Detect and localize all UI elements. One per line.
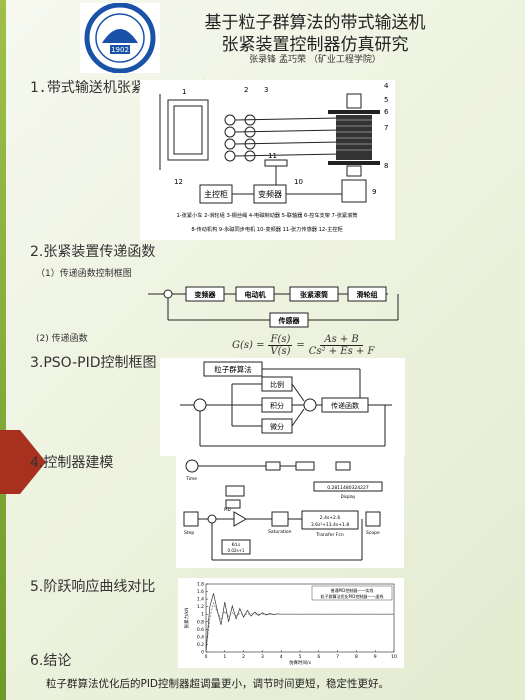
- section-2-sub1: （1）传递函数控制框图: [36, 269, 132, 279]
- label-6: 6: [384, 108, 389, 116]
- formula-lhs: G(s) =: [232, 340, 265, 351]
- section-3-heading: 3.PSO-PID控制框图: [30, 355, 157, 371]
- authors-line: 张录锋 孟巧荣 （矿业工程学院）: [249, 55, 381, 65]
- y-tick-label: 0.6: [197, 627, 204, 633]
- x-axis-label: 仿真时间/s: [289, 659, 312, 666]
- i-block: 积分: [270, 401, 284, 410]
- inverter-label: 变频器: [258, 189, 282, 199]
- y-tick-label: 1.6: [197, 589, 204, 595]
- y-tick-label: 1.2: [197, 604, 204, 610]
- left-arrow-decoration: [0, 430, 46, 494]
- section-2-sub2: (2) 传递函数: [36, 334, 88, 344]
- y-tick-label: 0.4: [197, 634, 204, 640]
- formula-den-right: Cs² + Es + F: [308, 346, 375, 357]
- y-tick-label: 1: [201, 612, 204, 618]
- fig1-caption-line2: 8-传动机构 9-永磁同步电机 10-变频器 11-张力传感器 12-主控柜: [191, 225, 342, 233]
- block-pulley: 滑轮组: [357, 290, 378, 299]
- d-block: 微分: [270, 422, 284, 431]
- x-tick-label: 6: [317, 654, 320, 660]
- transfer-function-formula: G(s) = F(s) V(s) = As + B Cs² + Es + F: [232, 334, 374, 357]
- label-8: 8: [384, 162, 388, 170]
- pso-pid-diagram: 粒子群算法 比例 积分 微分 传递函数: [160, 358, 405, 456]
- section-2-heading: 2.张紧装置传递函数: [30, 244, 156, 260]
- x-tick-label: 0: [205, 654, 208, 660]
- logo-year: 1902: [111, 46, 129, 54]
- y-axis-label: 张紧力/kN: [183, 608, 190, 629]
- x-tick-label: 5: [299, 654, 302, 660]
- poster-title-line1: 基于粒子群算法的带式输送机: [204, 13, 426, 33]
- x-tick-label: 10: [391, 654, 397, 660]
- label-7: 7: [384, 124, 388, 132]
- y-tick-label: 1.8: [197, 582, 204, 588]
- block-motor: 电动机: [245, 290, 266, 299]
- label-2: 2: [244, 86, 248, 94]
- saturation-label: Saturation: [268, 529, 292, 535]
- clock-label: Time: [185, 476, 197, 482]
- formula-num-right: As + B: [320, 334, 363, 346]
- transfer-block-diagram: 变频器 电动机 张紧滚筒 滑轮组 传感器: [148, 286, 399, 328]
- section-4-heading: 4.控制器建模: [30, 455, 114, 471]
- block-inverter: 变频器: [195, 290, 217, 299]
- formula-eq: =: [296, 340, 305, 351]
- legend-entry-1: 普通PID控制器——实线: [331, 587, 374, 593]
- label-12: 12: [174, 178, 183, 186]
- left-accent-bar: [0, 0, 6, 700]
- y-tick-label: 0: [201, 650, 204, 656]
- tf-denominator: 3.6s²+13.4s+1.8: [311, 522, 350, 528]
- display-label: Display: [341, 494, 356, 499]
- label-9: 9: [372, 188, 376, 196]
- section-6-heading: 6.结论: [30, 653, 72, 669]
- x-tick-label: 9: [374, 654, 377, 660]
- x-tick-label: 8: [355, 654, 358, 660]
- layout-diagram: 主控柜 变频器 1 2 3 4 5 6 7 8 9 10 11 12 1-张紧小…: [140, 80, 395, 240]
- x-tick-label: 4: [280, 654, 283, 660]
- y-tick-label: 0.2: [197, 642, 204, 648]
- formula-den-left: V(s): [270, 346, 291, 357]
- p-block: 比例: [270, 380, 284, 389]
- section-5-heading: 5.阶跃响应曲线对比: [30, 579, 156, 595]
- pid-derivative: Kd.s: [232, 542, 241, 547]
- label-11: 11: [268, 152, 277, 160]
- pid-label: PID: [224, 507, 231, 512]
- simulink-model: Time 0.2811480324227 Display Step PID Sa…: [176, 456, 404, 568]
- main-controller-label: 主控柜: [204, 189, 228, 199]
- label-4: 4: [384, 82, 389, 90]
- label-10: 10: [294, 178, 303, 186]
- label-3: 3: [264, 86, 268, 94]
- tf-label: Transfer Fcn: [315, 532, 344, 538]
- tf-numerator: 2.4s+2.6: [320, 515, 341, 521]
- display-value: 0.2811480324227: [327, 485, 369, 491]
- legend-entry-2: 粒子群算法优化PID控制器——虚线: [321, 593, 384, 599]
- poster-title-line2: 张紧装置控制器仿真研究: [221, 35, 409, 55]
- pid-derivative-den: 0.02s+1: [228, 548, 245, 553]
- legend-box: [311, 585, 393, 601]
- x-tick-label: 2: [242, 654, 245, 660]
- y-tick-label: 0.8: [197, 619, 204, 625]
- x-tick-label: 7: [336, 654, 339, 660]
- label-1: 1: [182, 88, 186, 96]
- fig1-caption-line1: 1-张紧小车 2-滑轮组 3-钢丝绳 4-电磁制动器 5-联轴器 6-控车支架 …: [177, 211, 358, 219]
- university-logo: 1902: [80, 3, 160, 73]
- pso-block: 粒子群算法: [214, 364, 252, 374]
- label-5: 5: [384, 96, 388, 104]
- x-tick-label: 1: [223, 654, 226, 660]
- step-label: Step: [184, 530, 194, 536]
- scope-label: Scope: [366, 530, 380, 536]
- block-drum: 张紧滚筒: [300, 290, 328, 299]
- y-tick-label: 1.4: [197, 597, 204, 603]
- plant-block: 传递函数: [331, 401, 359, 410]
- block-sensor: 传感器: [278, 316, 301, 325]
- formula-num-left: F(s): [268, 334, 293, 346]
- x-tick-label: 3: [261, 654, 264, 660]
- conclusion-text: 粒子群算法优化后的PID控制器超调量更小，调节时间更短，稳定性更好。: [46, 678, 390, 690]
